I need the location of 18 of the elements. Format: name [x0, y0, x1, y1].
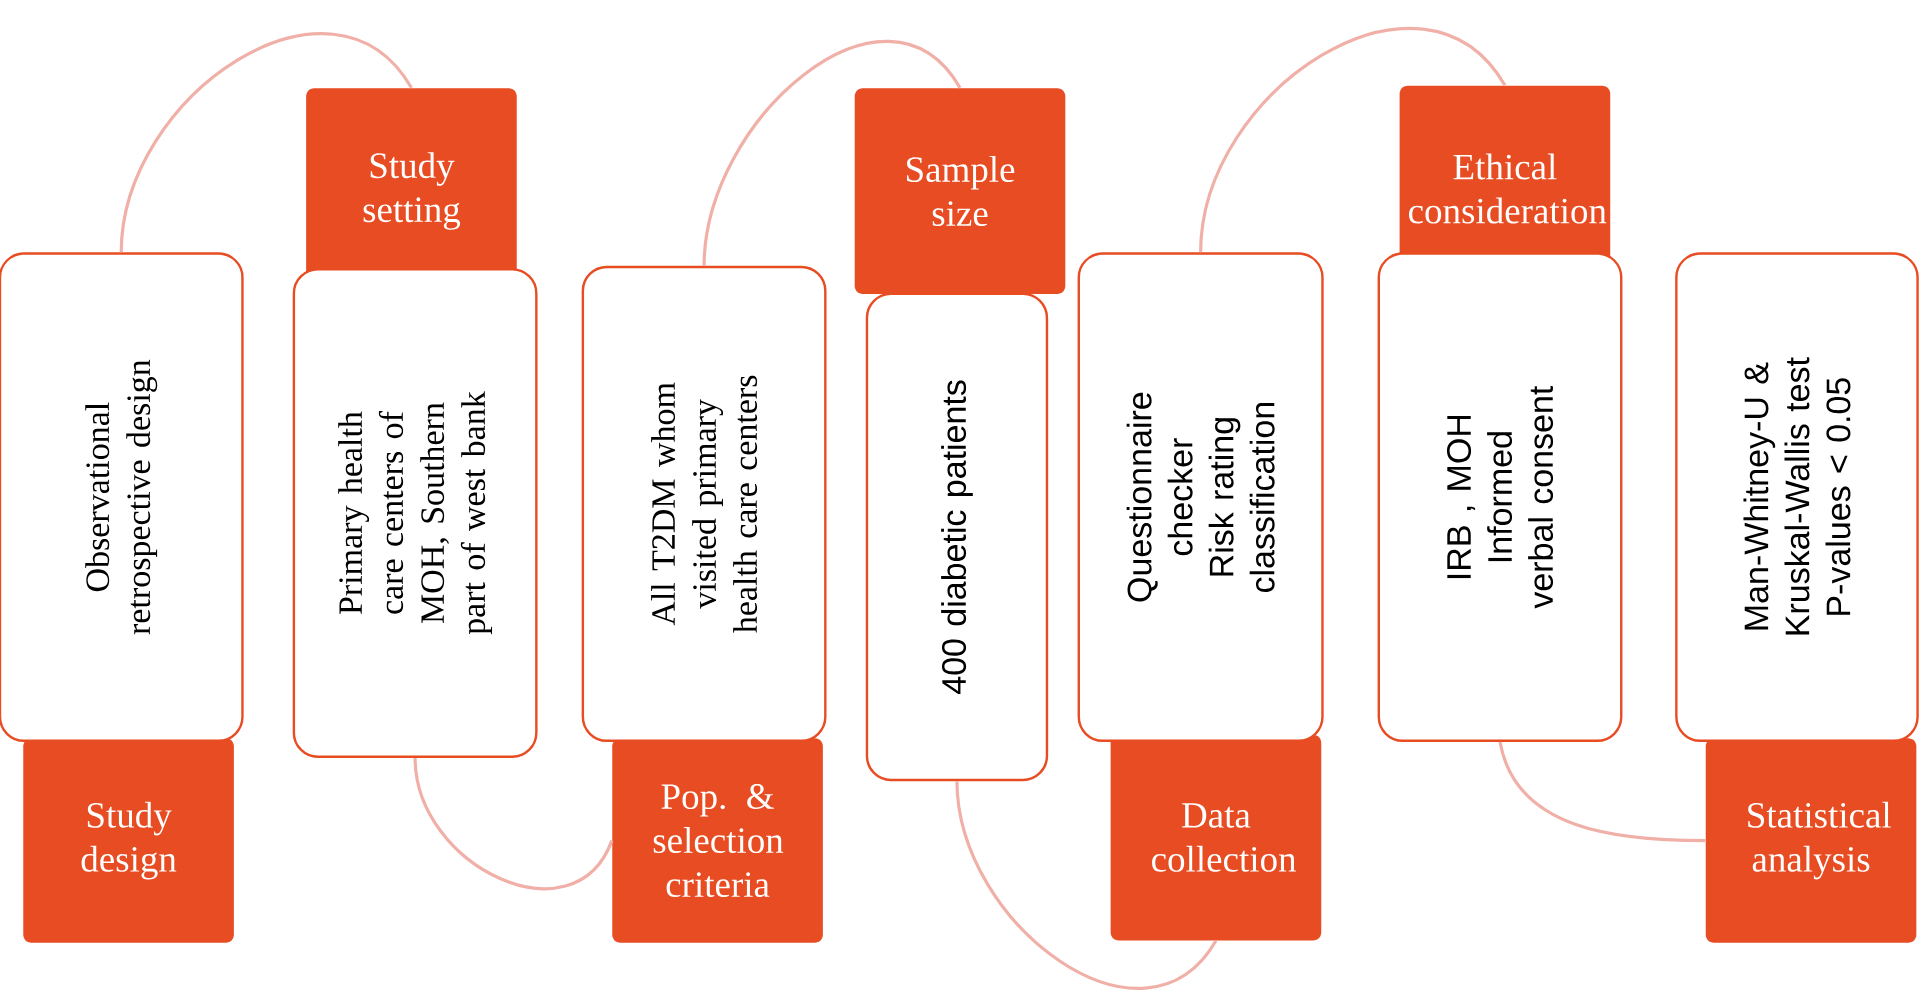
step-heading-box: Sample size: [854, 88, 1066, 294]
content-box: All T2DM whom visited primary health care centers: [581, 265, 827, 742]
step-heading-box: Data collection: [1110, 734, 1322, 941]
content-box: 400 diabetic patients: [865, 292, 1049, 782]
step-heading-box: Study design: [23, 738, 234, 943]
content-box: Questionnaire checker Risk rating classification: [1077, 252, 1324, 742]
step-heading-box: Statistical analysis: [1705, 738, 1917, 943]
connector-arc: [1199, 27, 1507, 253]
content-box: Man-Whitney-U & Kruskal-Wallis test P-values < 0.05: [1675, 252, 1919, 742]
step-heading-box: Pop. & selection criteria: [612, 738, 823, 943]
content-box: Primary health care centers of MOH, Southern part of west bank: [292, 268, 538, 758]
connector-arc: [413, 757, 614, 891]
content-box: IRB , MOH Informed verbal consent: [1377, 252, 1623, 742]
content-box: Observational retrospective design: [0, 252, 244, 742]
connector-arc: [119, 32, 413, 253]
connector-arc: [955, 780, 1218, 990]
connector-arc: [702, 39, 962, 266]
connector-arc: [1498, 741, 1706, 843]
